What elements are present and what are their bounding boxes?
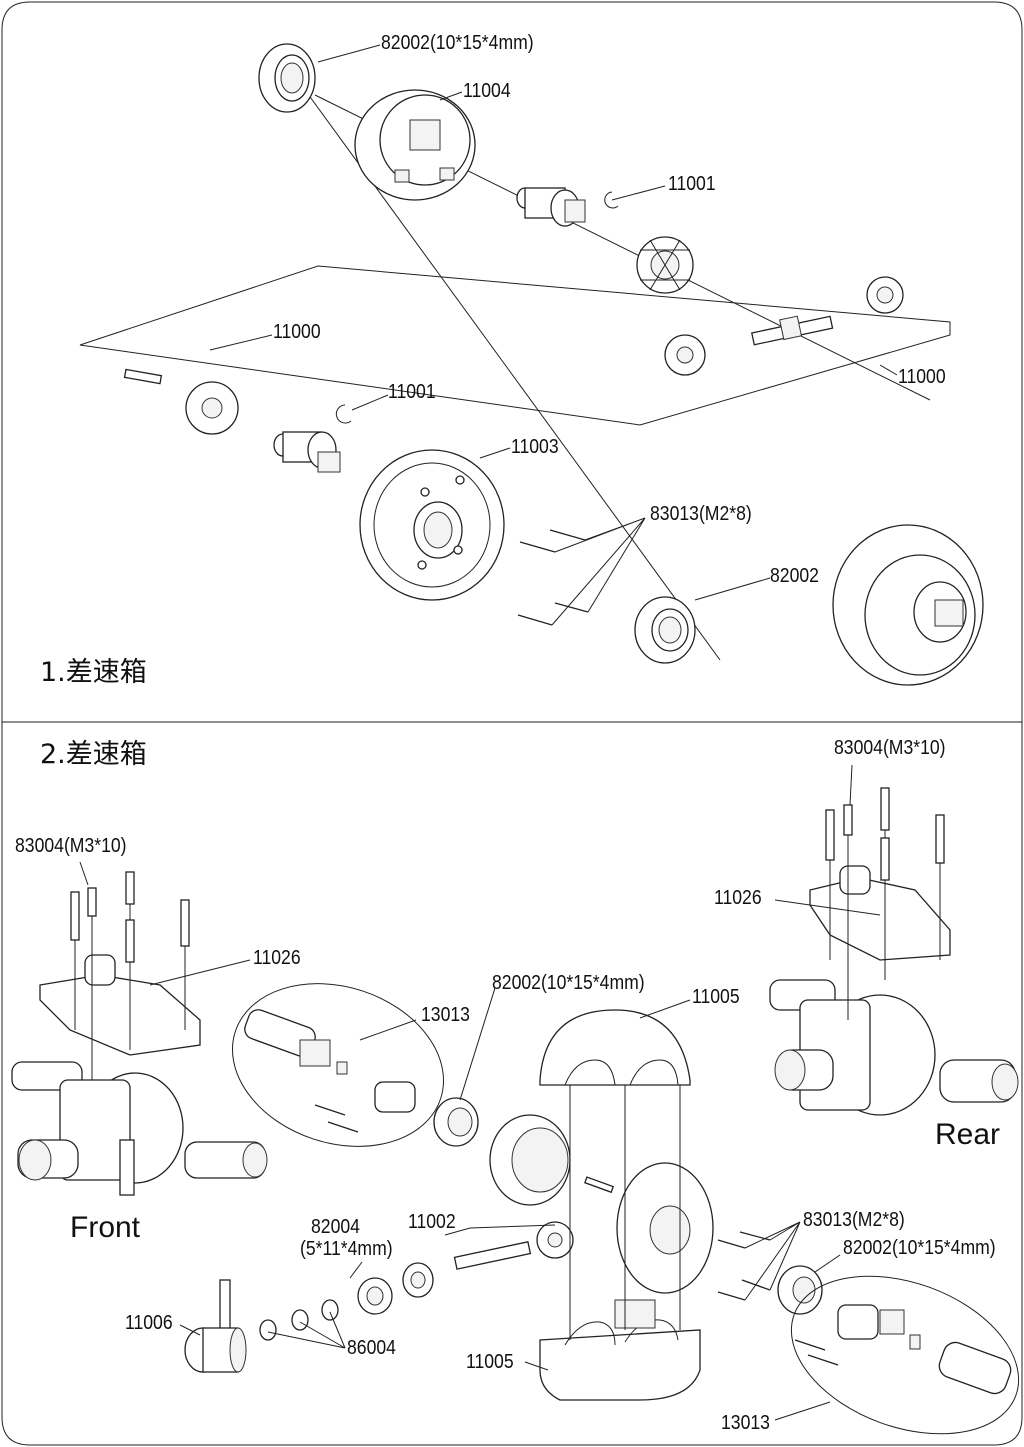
label-bearing-82004-size: (5*11*4mm)	[300, 1238, 393, 1260]
cvd-13013-top	[244, 1009, 416, 1133]
label-outdrive-11001-left: 11001	[388, 381, 436, 403]
ring-gear-11003	[359, 449, 505, 601]
label-screws-83004-right: 83004(M3*10)	[834, 737, 946, 759]
mount-11026-left	[39, 954, 201, 1056]
cross-pin-11000-right	[751, 315, 834, 346]
label-pin-11000-right: 11000	[898, 366, 946, 388]
screws-83013-mid	[717, 1231, 771, 1301]
bearing-82004	[357, 1262, 434, 1315]
housing-11005-bottom	[539, 1299, 701, 1401]
bevel-gear-small-right	[866, 276, 904, 314]
front-gearbox-assembly	[11, 1061, 268, 1196]
screws-83013	[517, 529, 589, 626]
screws-83004-right	[825, 787, 945, 1020]
label-screws-83013: 83013(M2*8)	[650, 503, 752, 525]
label-bearing-82002-right: 82002(10*15*4mm)	[843, 1237, 996, 1259]
outdrive-11001-top	[516, 187, 619, 227]
bearing-82002-mid	[433, 1097, 479, 1147]
cup-11006	[184, 1279, 247, 1373]
label-cup-11006: 11006	[125, 1312, 173, 1334]
label-bearing-82004: 82004	[311, 1216, 360, 1238]
label-front: Front	[70, 1211, 141, 1244]
label-ring-gear-11003: 11003	[511, 436, 559, 458]
label-housing-11005-bottom: 11005	[466, 1351, 514, 1373]
bearing-82002-top	[258, 43, 316, 113]
label-mount-11026-right: 11026	[714, 887, 762, 909]
label-bearing-82002-top: 82002(10*15*4mm)	[381, 32, 534, 54]
assembled-differential	[832, 524, 984, 686]
e-clip-left	[335, 404, 352, 424]
label-shims-86004: 86004	[347, 1337, 396, 1359]
bevel-gear-left	[185, 381, 239, 435]
section-1-title: 1.差速箱	[40, 657, 147, 688]
label-screws-83004-left: 83004(M3*10)	[15, 835, 127, 857]
bearing-82002-right	[777, 1265, 823, 1315]
screws-83004-left	[70, 871, 190, 1080]
housing-11005-top	[539, 1009, 691, 1086]
label-mount-11026-left: 11026	[253, 947, 301, 969]
rear-gearbox-assembly	[769, 979, 1019, 1116]
label-cvd-13013-top: 13013	[421, 1004, 470, 1026]
pinion-shaft-11002	[453, 1221, 574, 1270]
label-housing-11005-top: 11005	[692, 986, 740, 1008]
label-diff-case-11004: 11004	[463, 80, 511, 102]
label-rear: Rear	[935, 1118, 1001, 1151]
label-screws-83013-mid: 83013(M2*8)	[803, 1209, 905, 1231]
cvd-13013-top-callout	[231, 983, 445, 1147]
cvd-13013-bottom-callout	[790, 1275, 1020, 1435]
cvd-13013-bottom	[794, 1304, 1012, 1395]
section-2-title: 2.差速箱	[40, 739, 147, 770]
bevel-gear-small-left	[664, 334, 706, 376]
center-differential	[489, 1114, 714, 1294]
outdrive-11001-left	[273, 431, 341, 473]
diff-case-11004	[354, 89, 476, 201]
label-pinion-shaft-11002: 11002	[408, 1211, 456, 1233]
pin-11000-left	[123, 368, 163, 385]
label-cvd-13013-bottom: 13013	[721, 1412, 770, 1434]
label-bearing-82002-mid: 82002(10*15*4mm)	[492, 972, 645, 994]
bevel-gear-right	[636, 236, 694, 294]
shims-86004	[259, 1299, 339, 1341]
label-outdrive-11001-top: 11001	[668, 173, 716, 195]
label-pin-11000-left: 11000	[273, 321, 321, 343]
label-bearing-82002-bottom: 82002	[770, 565, 819, 587]
bearing-82002-bottom	[634, 596, 696, 664]
mount-11026-right	[809, 865, 951, 961]
